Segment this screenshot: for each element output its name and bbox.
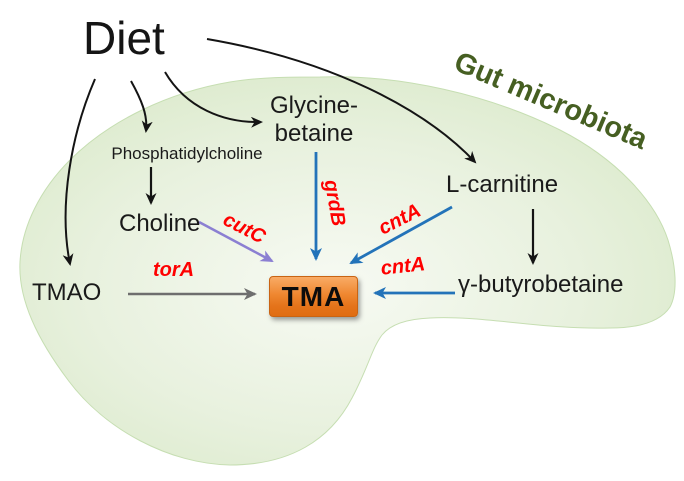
- glycine-betaine-line1: Glycine-: [270, 92, 359, 119]
- phosphatidylcholine-label: Phosphatidylcholine: [111, 144, 263, 163]
- tma-label: TMA: [281, 280, 346, 312]
- glycine-betaine-label: Glycine- betaine: [270, 92, 358, 147]
- arrow-diet-to-phosphatidylcholine: [130, 80, 153, 133]
- glycine-betaine-line2: betaine: [274, 119, 354, 147]
- choline-label: Choline: [119, 210, 201, 237]
- diet-label: Diet: [83, 12, 165, 64]
- gene-torA-label: torA: [153, 259, 195, 281]
- arrow-choline-to-tma: [198, 220, 274, 263]
- arrow-diet-to-l-carnitine: [206, 38, 477, 164]
- gut-microbiota-blob: [19, 76, 676, 466]
- arrow-diet-to-tmao: [62, 78, 96, 266]
- tmao-label: TMAO: [32, 279, 102, 306]
- gene-cntA-butyrobetaine-label: cntA: [379, 253, 427, 280]
- arrow-diet-to-glycine-betaine: [164, 71, 263, 128]
- l-carnitine-label: L-carnitine: [446, 171, 559, 198]
- arrow-l-carnitine-to-tma: [349, 205, 453, 265]
- tma-box: TMA: [269, 276, 358, 317]
- gamma-butyrobetaine-label: γ-butyrobetaine: [458, 271, 624, 298]
